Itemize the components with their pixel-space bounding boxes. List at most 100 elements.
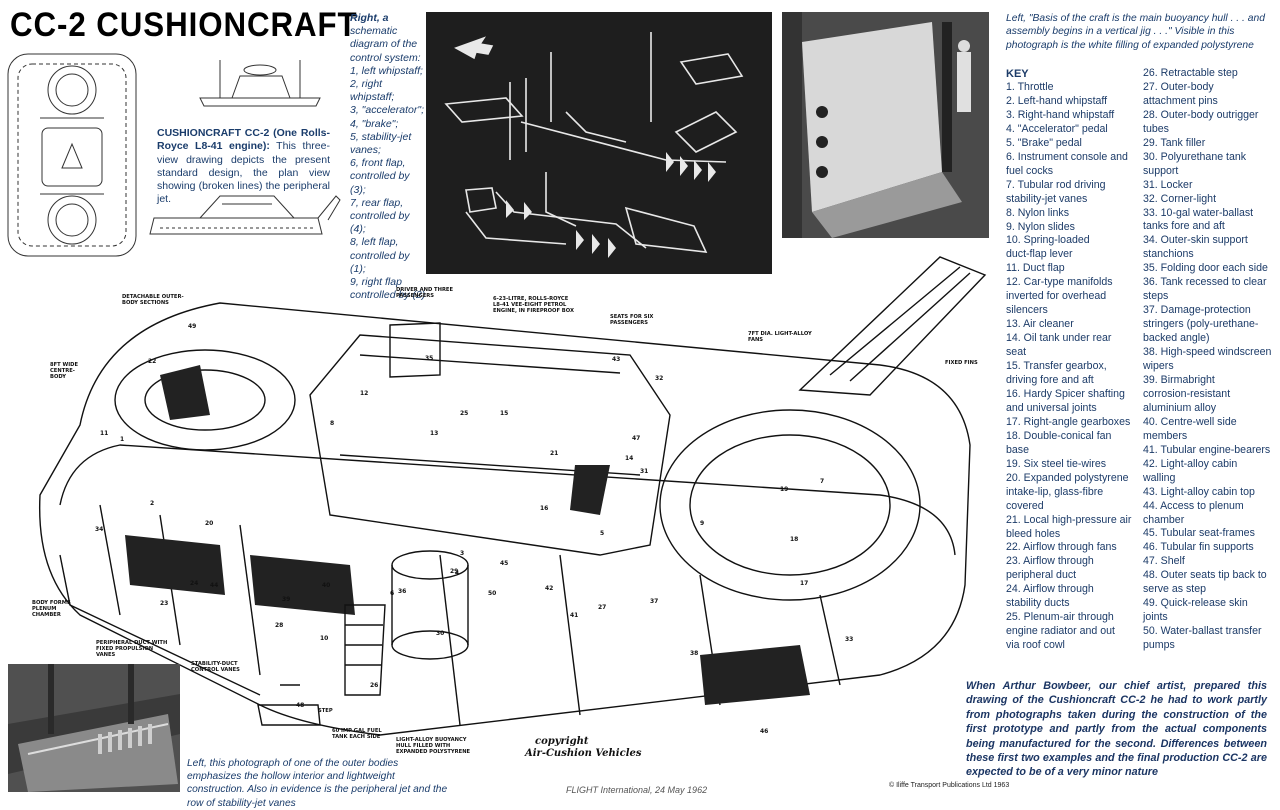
key-item: 49. Quick-release skin xyxy=(1143,597,1248,610)
part-number-label: 16 xyxy=(540,505,548,512)
key-item: 47. Shelf xyxy=(1143,555,1185,568)
key-item: tanks fore and aft xyxy=(1143,220,1225,233)
three-view-drawing xyxy=(0,48,345,263)
label-body-forms: BODY FORMS PLENUM CHAMBER xyxy=(32,600,71,619)
key-item: serve as step xyxy=(1143,583,1207,596)
key-item: 5. "Brake" pedal xyxy=(1006,136,1082,149)
key-item: 37. Damage-protection xyxy=(1143,304,1251,317)
label-detachable: DETACHABLE OUTER-BODY SECTIONS xyxy=(122,294,184,307)
key-item: 3. Right-hand whipstaff xyxy=(1006,108,1115,121)
three-view-caption: CUSHIONCRAFT CC-2 (One Rolls-Royce L8-41… xyxy=(157,127,330,207)
outer-body-photo-caption: Left, this photograph of one of the oute… xyxy=(187,758,448,809)
part-number-label: 24 xyxy=(190,580,198,587)
outer-body-photo xyxy=(8,664,180,792)
label-engine: 6-23-LITRE, ROLLS-ROYCE L8-41 VEE-EIGHT … xyxy=(493,296,574,315)
key-item: and universal joints xyxy=(1006,401,1097,414)
part-number-label: 44 xyxy=(210,582,218,589)
key-item: 15. Transfer gearbox, xyxy=(1006,360,1107,373)
label-width: 8ft WIDE CENTRE-BODY xyxy=(50,362,78,381)
key-item: 29. Tank filler xyxy=(1143,136,1206,149)
key-item: 12. Car-type manifolds xyxy=(1006,276,1113,289)
part-number-label: 37 xyxy=(650,598,658,605)
key-item: 2. Left-hand whipstaff xyxy=(1006,94,1108,107)
label-step: STEP xyxy=(318,708,333,714)
schematic-caption-line: controlled by (3); xyxy=(350,170,410,196)
key-item: 44. Access to plenum xyxy=(1143,499,1244,512)
key-item: members xyxy=(1143,429,1188,442)
schematic-caption-line: 4, "brake"; xyxy=(350,117,399,130)
part-number-label: 35 xyxy=(425,355,433,362)
key-item: 45. Tubular seat-frames xyxy=(1143,527,1255,540)
key-item: steps xyxy=(1143,290,1169,303)
schematic-caption-line: 1, left whipstaff; xyxy=(350,64,423,77)
three-view-caption-title: CUSHIONCRAFT CC-2 (One Rolls-Royce L8-41… xyxy=(157,127,330,153)
part-number-label: 40 xyxy=(322,582,330,589)
key-item: aluminium alloy xyxy=(1143,401,1217,414)
key-item: peripheral duct xyxy=(1006,569,1077,582)
key-item: covered xyxy=(1006,499,1044,512)
key-item: 39. Birmabright xyxy=(1143,373,1215,386)
key-item: walling xyxy=(1143,471,1176,484)
key-item: 7. Tubular rod driving xyxy=(1006,178,1106,191)
key-item: 38. High-speed windscreen xyxy=(1143,346,1272,359)
part-number-label: 46 xyxy=(760,728,768,735)
part-number-label: 5 xyxy=(600,530,604,537)
three-view-caption-text: This three-view drawing depicts the pres… xyxy=(157,140,330,206)
part-number-label: 23 xyxy=(160,600,168,607)
label-stability: STABILITY-DUCT CONTROL VANES xyxy=(191,661,240,674)
schematic-caption-line: 2, right xyxy=(350,78,383,91)
part-number-label: 10 xyxy=(320,635,328,642)
key-item: 24. Airflow through xyxy=(1006,583,1094,596)
part-number-label: 12 xyxy=(360,390,368,397)
key-item: 30. Polyurethane tank xyxy=(1143,150,1247,163)
key-item: 36. Tank recessed to clear xyxy=(1143,276,1267,289)
key-item: 17. Right-angle gearboxes xyxy=(1006,415,1131,428)
key-item: 11. Duct flap xyxy=(1006,262,1065,275)
schematic-caption-line: controlled by (2) xyxy=(350,289,426,302)
part-number-label: 43 xyxy=(612,356,620,363)
part-number-label: 13 xyxy=(430,430,438,437)
key-item: 32. Corner-light xyxy=(1143,192,1217,205)
key-item: 16. Hardy Spicer shafting xyxy=(1006,387,1125,400)
key-item: support xyxy=(1143,164,1179,177)
part-number-label: 33 xyxy=(845,636,853,643)
key-item: 22. Airflow through fans xyxy=(1006,541,1117,554)
key-item: 33. 10-gal water-ballast xyxy=(1143,206,1254,219)
schematic-caption-line: control system: xyxy=(350,51,421,64)
page-title: CC-2 CUSHIONCRAFT xyxy=(10,6,358,44)
key-item: 25. Plenum-air through xyxy=(1006,611,1114,624)
part-number-label: 20 xyxy=(205,520,213,527)
artist-credit: When Arthur Bowbeer, our chief artist, p… xyxy=(966,680,1267,779)
key-item: silencers xyxy=(1006,304,1048,317)
key-item: 10. Spring-loaded xyxy=(1006,234,1090,247)
part-number-label: 1 xyxy=(120,436,124,443)
part-number-label: 32 xyxy=(655,375,663,382)
key-item: 27. Outer-body xyxy=(1143,80,1214,93)
key-item: 50. Water-ballast transfer xyxy=(1143,625,1262,638)
part-number-label: 27 xyxy=(598,604,606,611)
part-number-label: 2 xyxy=(150,500,154,507)
key-item: 9. Nylon slides xyxy=(1006,220,1075,233)
schematic-caption-line: 8, left flap, xyxy=(350,236,399,249)
key-item: 19. Six steel tie-wires xyxy=(1006,457,1107,470)
key-item: seat xyxy=(1006,346,1027,359)
part-number-label: 4 xyxy=(455,570,459,577)
schematic-caption-line: diagram of the xyxy=(350,38,418,51)
key-item: 48. Outer seats tip back to xyxy=(1143,569,1267,582)
part-number-label: 36 xyxy=(398,588,406,595)
part-number-label: 26 xyxy=(370,682,378,689)
label-fins: FIXED FINS xyxy=(945,360,978,366)
schematic-caption-line: 6, front flap, xyxy=(350,157,406,170)
key-item: backed angle) xyxy=(1143,332,1210,345)
key-item: base xyxy=(1006,443,1029,456)
key-item: 46. Tubular fin supports xyxy=(1143,541,1254,554)
key-item: 40. Centre-well side xyxy=(1143,415,1237,428)
part-number-label: 7 xyxy=(820,478,824,485)
key-item: 28. Outer-body outrigger xyxy=(1143,108,1259,121)
key-item: 26. Retractable step xyxy=(1143,67,1238,79)
key-item: 13. Air cleaner xyxy=(1006,318,1074,331)
key-item: wipers xyxy=(1143,360,1174,373)
